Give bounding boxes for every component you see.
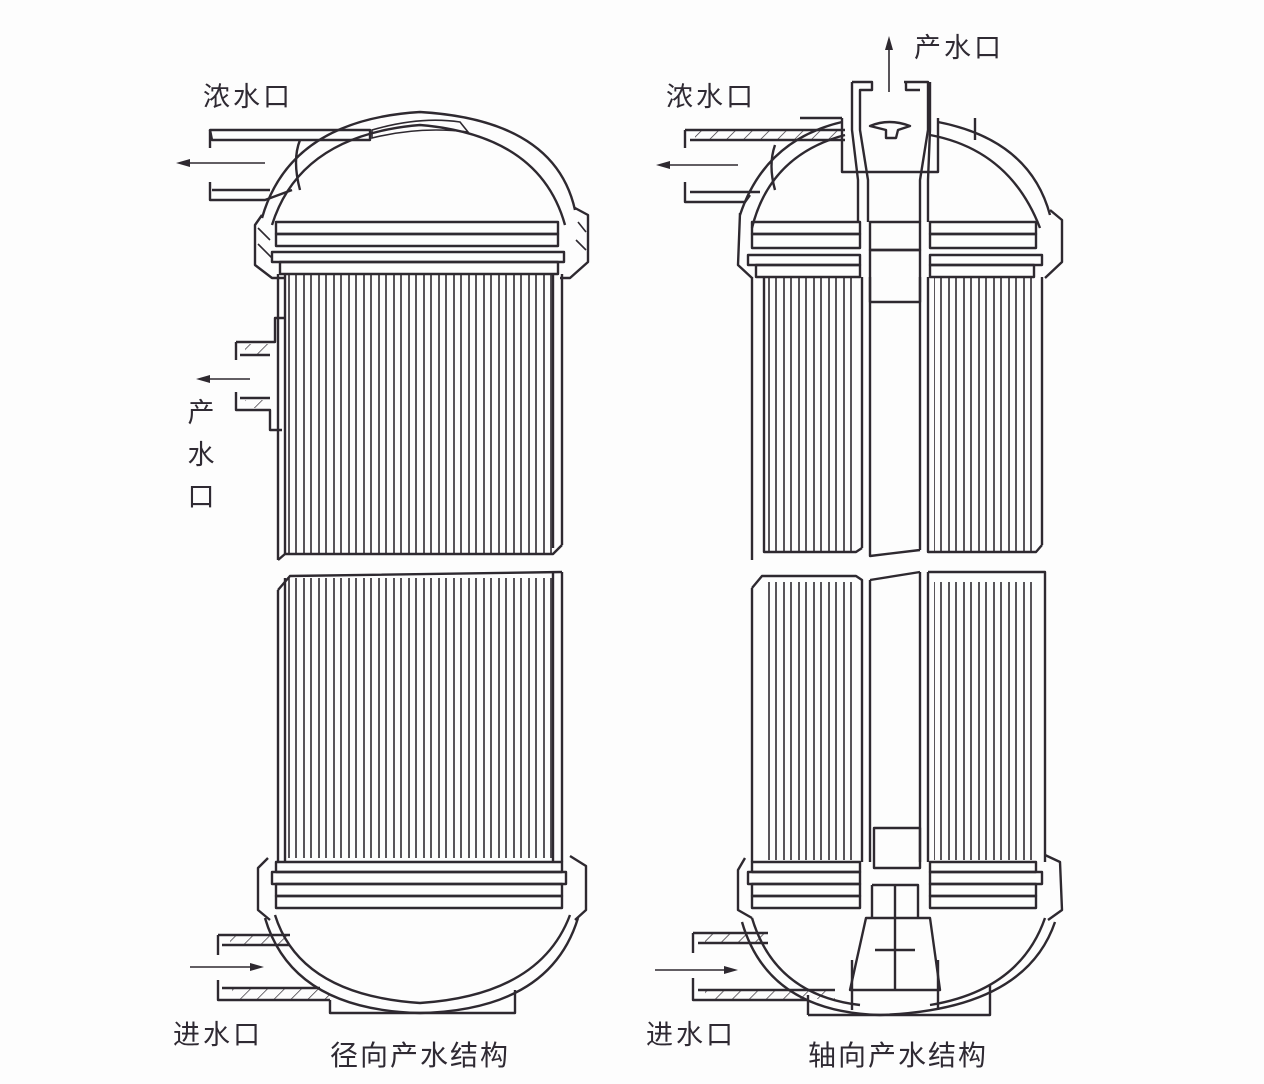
radial-permeate-port: [196, 316, 284, 432]
axial-feed-pipe: [655, 931, 835, 1002]
axial-feed-inlet-label: 进水口: [646, 1020, 736, 1051]
radial-permeate-char-1: 产: [187, 398, 215, 429]
axial-concentrate-outlet-label: 浓水口: [666, 82, 756, 113]
radial-feed-pipe: [190, 933, 330, 1002]
axial-permeate-tube-top: [840, 36, 940, 222]
radial-top-endcap: [270, 220, 566, 276]
radial-bottom-dome-inner: [273, 914, 572, 1005]
radial-permeate-outlet-label: 产 水 口: [186, 393, 216, 519]
axial-bottom-endcap: [736, 853, 1064, 1010]
radial-bottom-endcap: [256, 854, 588, 921]
axial-membrane-lower: [750, 570, 1047, 870]
radial-membrane-lower: [276, 570, 564, 862]
radial-concentrate-outlet-label: 浓水口: [203, 82, 293, 113]
radial-caption: 径向产水结构: [330, 1039, 511, 1072]
axial-top-endcap: [746, 220, 1044, 304]
axial-membrane-upper: [750, 277, 1044, 560]
axial-permeate-outlet-label: 产水口: [914, 33, 1004, 64]
radial-top-dome-inner: [270, 123, 567, 226]
axial-caption: 轴向产水结构: [808, 1039, 989, 1072]
radial-vessel: [176, 110, 590, 1015]
radial-permeate-char-2: 水: [187, 440, 215, 471]
radial-membrane-upper: [276, 274, 564, 561]
axial-vessel: [655, 36, 1064, 1017]
radial-top-dome-outer: [260, 110, 577, 219]
radial-concentrate-pipe: [176, 128, 372, 202]
radial-feed-inlet-label: 进水口: [173, 1020, 263, 1051]
radial-permeate-char-3: 口: [187, 482, 215, 513]
